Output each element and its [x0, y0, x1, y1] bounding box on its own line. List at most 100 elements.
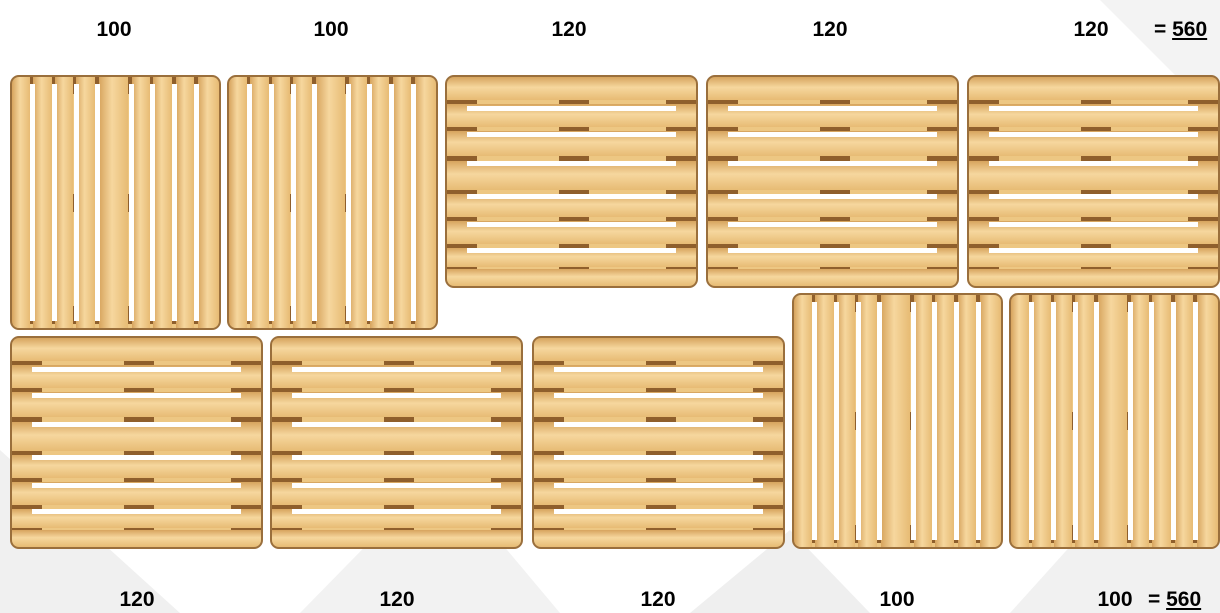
pallet-deck-board	[349, 77, 367, 328]
pallet-gap	[467, 161, 676, 166]
pallet-deck-board	[534, 530, 783, 547]
pallet-deck-board	[12, 530, 261, 547]
pallet-gap	[194, 84, 199, 321]
pallet-gap	[989, 248, 1198, 253]
pallet-gap	[989, 161, 1198, 166]
pallet-deck-board	[198, 77, 219, 328]
pallet-deck-board	[447, 77, 696, 100]
bottom-total-value: 560	[1166, 588, 1201, 611]
pallet-gap	[877, 302, 882, 540]
pallet-deck-board	[815, 295, 834, 547]
pallet-gap	[129, 84, 134, 321]
pallet-gap	[834, 302, 839, 540]
pallet-gap	[346, 84, 351, 321]
pallet-gap	[367, 84, 372, 321]
bottom-width-label-4: 100	[879, 588, 914, 612]
pallet-gap	[989, 222, 1198, 227]
pallet-gap	[467, 106, 676, 111]
pallet-deck-board	[176, 77, 194, 328]
pallet-deck-board	[958, 295, 976, 547]
pallet-gap	[32, 367, 241, 372]
top-width-label-5: 120	[1073, 18, 1108, 42]
pallet-gap	[1128, 302, 1133, 540]
pallet-deck-board	[370, 77, 389, 328]
pallet-gap	[292, 422, 501, 427]
pallet-gap	[812, 302, 817, 540]
pallet-gap	[728, 194, 937, 199]
top-total-value: 560	[1172, 18, 1207, 41]
pallet-deck-board	[447, 269, 696, 286]
pallet-horizontal	[445, 75, 698, 288]
pallet-gap	[467, 194, 676, 199]
pallet-deck-board	[1152, 295, 1171, 547]
pallet-gap	[32, 422, 241, 427]
pallet-gap	[32, 509, 241, 514]
pallet-gap	[989, 194, 1198, 199]
pallet-deck-board	[1098, 295, 1127, 547]
pallet-gap	[292, 367, 501, 372]
pallet-deck-board	[272, 338, 521, 361]
pallet-gap	[554, 422, 763, 427]
pallet-gap	[467, 222, 676, 227]
pallet-deck-board	[1197, 295, 1218, 547]
pallet-deck-board	[708, 77, 957, 100]
pallet-gap	[32, 455, 241, 460]
pallet-gap	[856, 302, 861, 540]
pallet-deck-board	[794, 295, 812, 547]
pallet-gap	[1171, 302, 1176, 540]
pallet-gap	[954, 302, 959, 540]
pallet-deck-board	[708, 269, 957, 286]
pallet-gap	[1149, 302, 1154, 540]
pallet-deck-board	[393, 77, 411, 328]
pallet-vertical	[1009, 293, 1220, 549]
pallet-deck-board	[272, 77, 290, 328]
pallet-gap	[554, 393, 763, 398]
pallet-vertical	[227, 75, 438, 330]
pallet-vertical	[10, 75, 221, 330]
pallet-gap	[411, 84, 416, 321]
pallet-gap	[95, 84, 100, 321]
pallet-deck-board	[12, 338, 261, 361]
pallet-gap	[292, 509, 501, 514]
pallet-horizontal	[706, 75, 959, 288]
pallet-deck-board	[316, 77, 345, 328]
pallet-deck-board	[415, 77, 436, 328]
pallet-deck-board	[229, 77, 247, 328]
bottom-width-label-2: 120	[379, 588, 414, 612]
pallet-gap	[932, 302, 937, 540]
pallet-gap	[467, 132, 676, 137]
pallet-deck-board	[935, 295, 954, 547]
top-total-prefix: =	[1154, 18, 1166, 41]
pallet-gap	[292, 455, 501, 460]
top-total: = 560	[1154, 18, 1207, 42]
pallet-deck-board	[1054, 295, 1072, 547]
pallet-gap	[1073, 302, 1078, 540]
top-width-label-3: 120	[551, 18, 586, 42]
pallet-gap	[172, 84, 177, 321]
pallet-gap	[1094, 302, 1099, 540]
pallet-deck-board	[881, 295, 910, 547]
pallet-gap	[1029, 302, 1034, 540]
bottom-width-label-5: 100	[1097, 588, 1132, 612]
pallet-gap	[554, 509, 763, 514]
pallet-gap	[728, 248, 937, 253]
top-width-label-1: 100	[96, 18, 131, 42]
pallet-deck-board	[132, 77, 150, 328]
pallet-gap	[389, 84, 394, 321]
pallet-deck-board	[1131, 295, 1149, 547]
pallet-deck-board	[250, 77, 269, 328]
pallet-gap	[32, 393, 241, 398]
pallet-gap	[32, 483, 241, 488]
pallet-deck-board	[969, 77, 1218, 100]
pallet-gap	[728, 106, 937, 111]
pallet-deck-board	[99, 77, 128, 328]
pallet-gap	[728, 132, 937, 137]
pallet-gap	[312, 84, 317, 321]
pallet-deck-board	[55, 77, 73, 328]
pallet-horizontal	[967, 75, 1220, 288]
top-width-label-2: 100	[313, 18, 348, 42]
pallet-vertical	[792, 293, 1003, 549]
pallet-gap	[247, 84, 252, 321]
pallet-deck-board	[969, 269, 1218, 286]
bottom-width-label-3: 120	[640, 588, 675, 612]
